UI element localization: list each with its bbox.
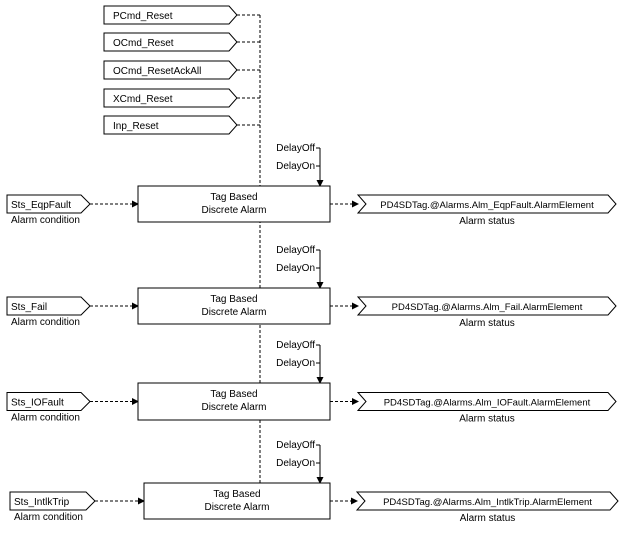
tag-based-discrete-alarm-block	[143, 482, 331, 520]
alarm-block-title: Tag Based	[213, 489, 260, 500]
delay-off-label: DelayOff	[276, 143, 315, 154]
alarm-status-output: PD4SDTag.@Alarms.Alm_Fail.AlarmElement	[392, 302, 583, 313]
alarm-condition-input: Sts_EqpFault	[11, 200, 71, 211]
alarm-block-subtitle: Discrete Alarm	[204, 502, 269, 513]
tag-based-discrete-alarm-block	[137, 287, 331, 325]
alarm-status-caption: Alarm status	[459, 414, 515, 425]
alarm-status-tag	[355, 491, 619, 511]
alarm-block-title: Tag Based	[210, 294, 257, 305]
alarm-condition-caption: Alarm condition	[11, 215, 80, 226]
alarm-condition-input: Sts_IntlkTrip	[14, 497, 70, 508]
alarm-block-subtitle: Discrete Alarm	[201, 205, 266, 216]
alarm-condition-tag	[6, 296, 91, 316]
alarm-status-caption: Alarm status	[460, 513, 516, 524]
delay-on-label: DelayOn	[276, 161, 315, 172]
alarm-condition-caption: Alarm condition	[14, 512, 83, 523]
delay-off-label: DelayOff	[276, 440, 315, 451]
reset-input-tag	[103, 5, 238, 25]
alarm-condition-caption: Alarm condition	[11, 317, 80, 328]
alarm-block-subtitle: Discrete Alarm	[201, 402, 266, 413]
delay-off-label: DelayOff	[276, 245, 315, 256]
reset-input-tag	[103, 32, 238, 52]
alarm-condition-tag	[6, 392, 91, 411]
alarm-condition-input: Sts_Fail	[11, 302, 47, 313]
alarm-condition-input: Sts_IOFault	[11, 398, 64, 409]
reset-input-label: XCmd_Reset	[113, 94, 173, 105]
reset-input-label: OCmd_ResetAckAll	[113, 66, 201, 77]
reset-input-label: OCmd_Reset	[113, 38, 174, 49]
reset-input-label: Inp_Reset	[113, 121, 159, 132]
reset-input-tag	[103, 88, 238, 108]
alarm-status-caption: Alarm status	[459, 318, 515, 329]
alarm-status-tag	[356, 194, 617, 214]
alarm-block-title: Tag Based	[210, 192, 257, 203]
reset-input-tag	[103, 115, 238, 135]
alarm-condition-tag	[9, 491, 96, 511]
tag-based-discrete-alarm-block	[137, 185, 331, 223]
delay-off-label: DelayOff	[276, 340, 315, 351]
alarm-block-title: Tag Based	[210, 389, 257, 400]
alarm-status-tag	[356, 392, 617, 411]
tag-based-discrete-alarm-block	[137, 382, 331, 421]
alarm-condition-tag	[6, 194, 91, 214]
delay-on-label: DelayOn	[276, 263, 315, 274]
reset-input-label: PCmd_Reset	[113, 11, 173, 22]
delay-on-label: DelayOn	[276, 458, 315, 469]
delay-on-label: DelayOn	[276, 358, 315, 369]
alarm-condition-caption: Alarm condition	[11, 413, 80, 424]
alarm-status-output: PD4SDTag.@Alarms.Alm_EqpFault.AlarmEleme…	[380, 200, 594, 211]
alarm-status-output: PD4SDTag.@Alarms.Alm_IntlkTrip.AlarmElem…	[383, 497, 592, 508]
alarm-status-output: PD4SDTag.@Alarms.Alm_IOFault.AlarmElemen…	[384, 398, 591, 409]
alarm-block-subtitle: Discrete Alarm	[201, 307, 266, 318]
reset-input-tag	[103, 60, 238, 80]
alarm-status-caption: Alarm status	[459, 216, 515, 227]
alarm-status-tag	[356, 296, 617, 316]
